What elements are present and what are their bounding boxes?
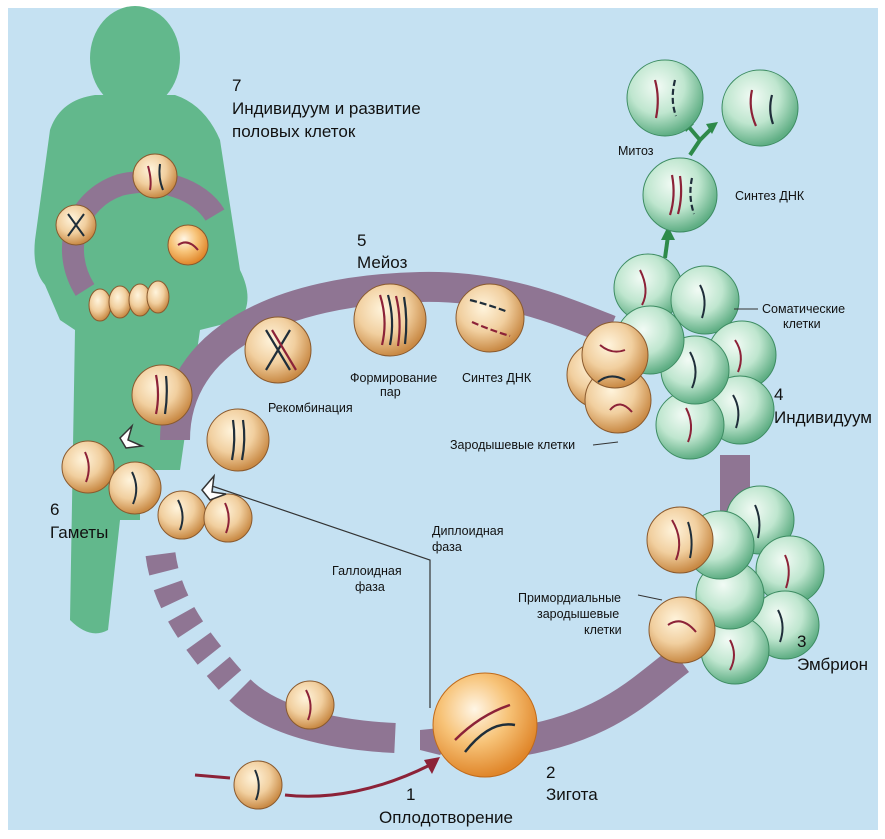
dna-synthesis-mid-label: Синтез ДНК — [462, 371, 532, 385]
stage3-name: Эмбрион — [797, 655, 868, 674]
stage4-number: 4 — [774, 385, 783, 404]
somatic-label-line1: Соматические — [762, 302, 845, 316]
stage7-number: 7 — [232, 76, 241, 95]
primordial-label-line3: клетки — [584, 623, 622, 637]
stage5-number: 5 — [357, 231, 366, 250]
haploid-label-line2: фаза — [355, 580, 385, 594]
stage7-line1: Индивидуум и развитие — [232, 99, 421, 118]
recombination-label: Рекомбинация — [268, 401, 353, 415]
pairing-label-line1: Формирование — [350, 371, 437, 385]
stage1-number: 1 — [406, 785, 415, 804]
somatic-label-line2: клетки — [783, 317, 821, 331]
stage3-number: 3 — [797, 632, 806, 651]
mitosis-label: Митоз — [618, 144, 654, 158]
diploid-label-line1: Диплоидная — [432, 524, 504, 538]
primordial-label-line1: Примордиальные — [518, 591, 621, 605]
dna-synthesis-top-label: Синтез ДНК — [735, 189, 805, 203]
diploid-label-line2: фаза — [432, 540, 462, 554]
primordial-label-line2: зародышевые — [537, 607, 619, 621]
zygote-cell — [433, 673, 537, 777]
germ-cells-label: Зародышевые клетки — [450, 438, 575, 452]
stage2-number: 2 — [546, 763, 555, 782]
stage4-name: Индивидуум — [774, 408, 872, 427]
stage5-name: Мейоз — [357, 253, 408, 272]
pairing-label-line2: пар — [380, 385, 401, 399]
stage1-name: Оплодотворение — [379, 808, 513, 827]
stage6-number: 6 — [50, 500, 59, 519]
stage7-line2: половых клеток — [232, 122, 356, 141]
haploid-label-line1: Галлоидная — [332, 564, 402, 578]
stage2-name: Зигота — [546, 785, 598, 804]
stage6-name: Гаметы — [50, 523, 108, 542]
